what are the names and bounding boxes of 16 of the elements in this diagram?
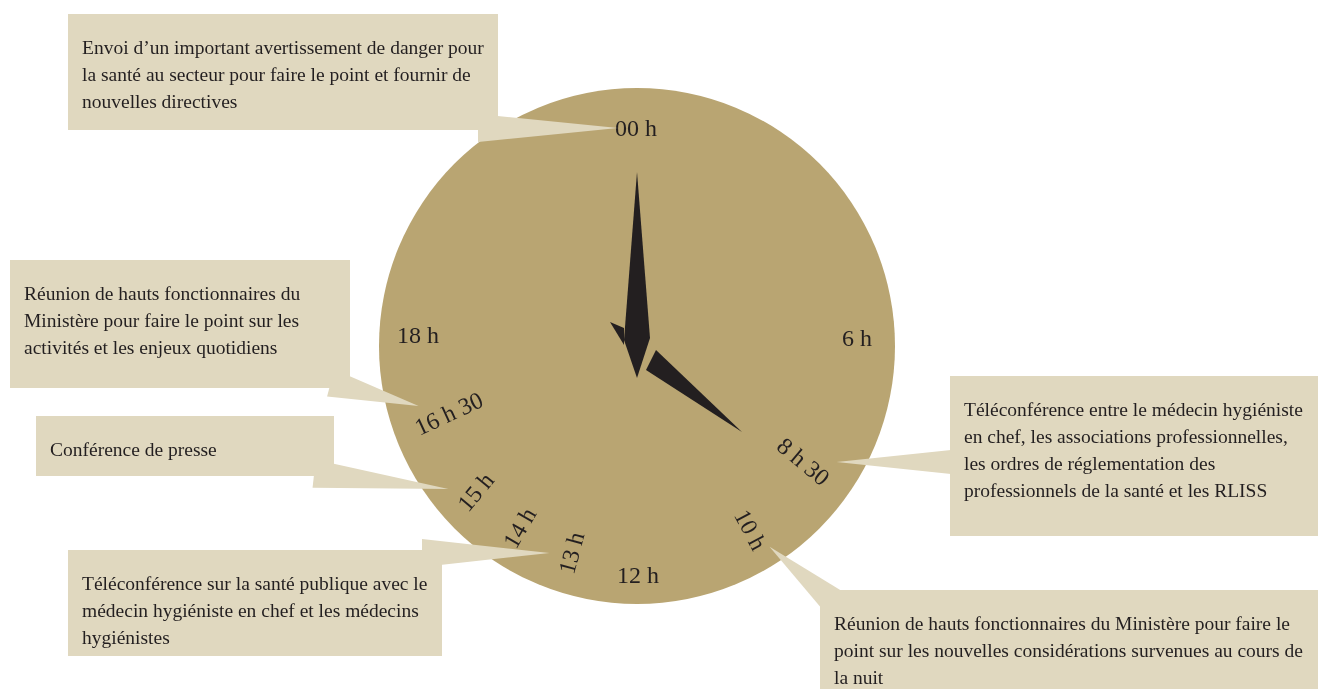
callout-box: Envoi d’un important avertissement de danger pour la santé au secteur pour faire le point et fournir de nouvelles directives [68,14,498,130]
callout-box: Téléconférence entre le médecin hygiéniste en chef, les associations professionnelles, les ordres de réglementation des professionnels de la santé et les RLISS [950,376,1318,536]
callout-box: Téléconférence sur la santé publique avec le médecin hygiéniste en chef et les médecins hygiénistes [68,550,442,656]
hour-label: 14 h [497,503,543,553]
hour-label: 13 h [553,529,591,577]
hour-label: 8 h 30 [771,432,835,492]
hour-label: 12 h [617,561,659,589]
callout-box: Réunion de hauts fonctionnaires du Ministère pour faire le point sur les nouvelles considérations survenues au cours de la nuit [820,590,1318,689]
hour-label: 18 h [397,321,439,349]
callout-box: Réunion de hauts fonctionnaires du Ministère pour faire le point sur les activités et les enjeux quotidiens [10,260,350,388]
hour-label: 16 h 30 [410,386,488,442]
hour-label: 6 h [842,324,872,352]
hour-label: 10 h [728,505,772,555]
hour-label: 00 h [615,114,657,142]
hour-label: 15 h [452,467,500,517]
callout-box: Conférence de presse [36,416,334,476]
